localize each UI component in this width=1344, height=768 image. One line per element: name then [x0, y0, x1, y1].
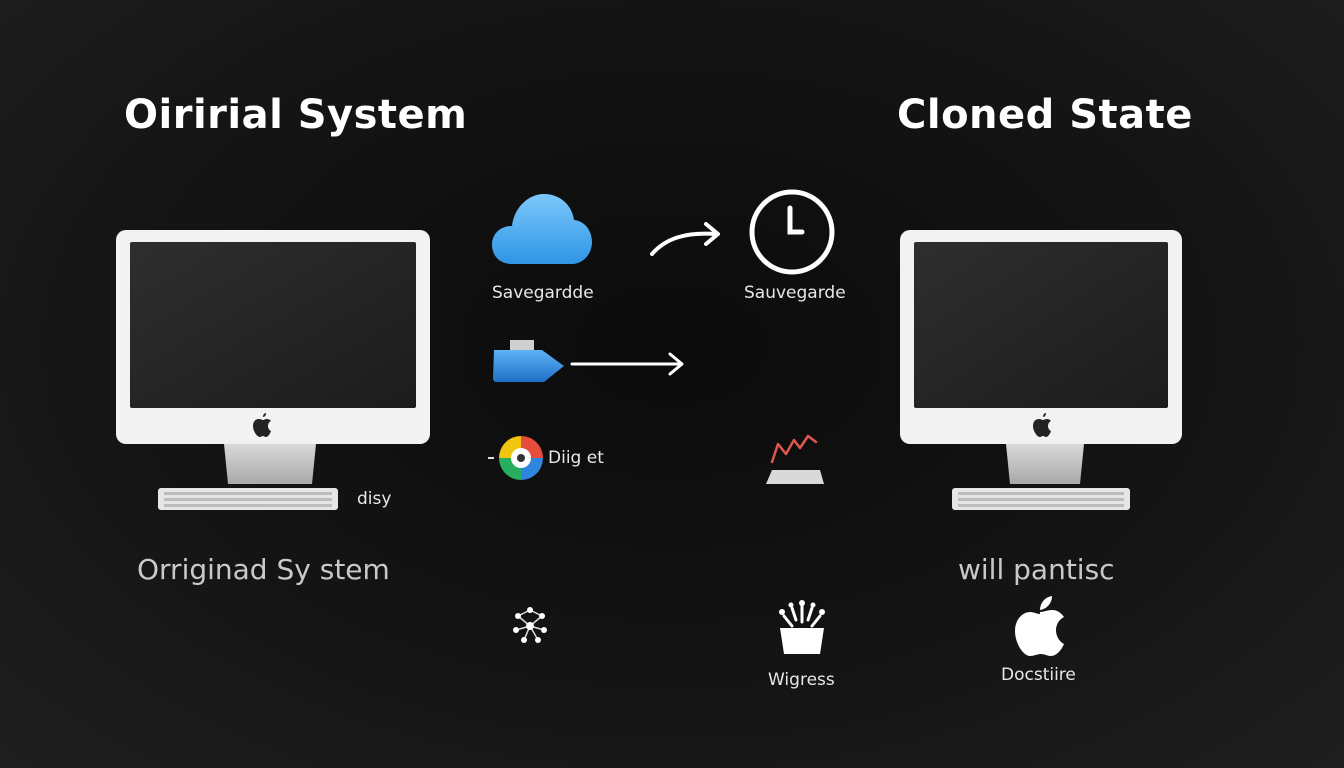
clock-label: Sauvegarde — [744, 283, 846, 303]
chart-icon — [764, 432, 826, 490]
cloud-icon — [490, 190, 594, 274]
bucket-icon — [772, 600, 832, 662]
colorful-disk-icon — [486, 434, 548, 486]
left-subtitle: Orriginad Sy stem — [137, 553, 390, 586]
curved-arrow-icon — [646, 216, 726, 264]
right-subtitle: will pantisc — [958, 553, 1115, 586]
right-title: Cloned State — [897, 92, 1193, 138]
original-monitor — [116, 230, 432, 515]
disk-label: Diig et — [548, 448, 604, 468]
monitor-label: disy — [357, 489, 392, 509]
cloned-monitor — [900, 230, 1184, 515]
network-icon — [510, 606, 550, 650]
bucket-label: Wigress — [768, 670, 835, 690]
straight-arrow-icon — [570, 349, 690, 383]
apple-logo-icon — [1014, 596, 1066, 660]
cloud-label: Savegardde — [492, 283, 594, 303]
clock-icon — [746, 188, 838, 280]
usb-drive-icon — [492, 338, 566, 390]
left-title: Oiririal System — [124, 92, 468, 138]
apple-label: Docstiire — [1001, 665, 1076, 685]
